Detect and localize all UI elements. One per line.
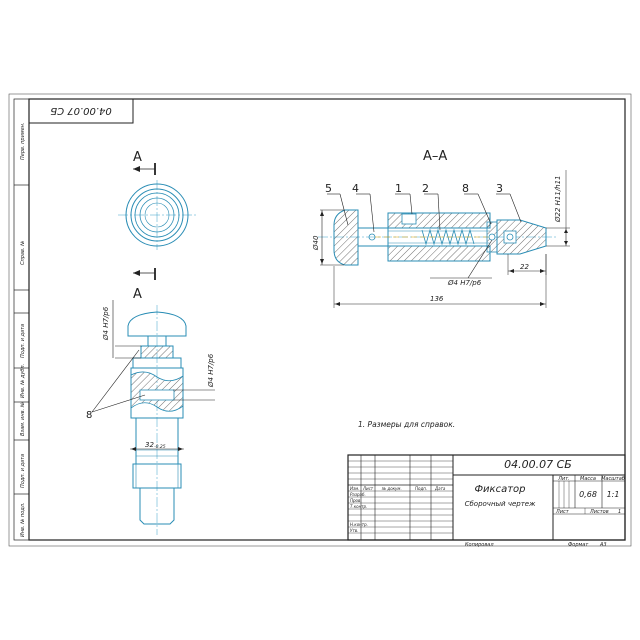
row-label-data: Дата xyxy=(434,486,446,491)
side-label-1: Перв. примен. xyxy=(20,122,26,160)
section-view: A–A 5 4 xyxy=(312,149,570,308)
title-doc-type: Сборочный чертеж xyxy=(465,500,536,508)
technical-note: 1. Размеры для справок. xyxy=(358,420,455,429)
side-label-4: Инв. № дубл. xyxy=(20,364,26,398)
callout-4: 4 xyxy=(352,182,359,195)
side-strip: Перв. примен. Справ. № Подп. и дата Инв.… xyxy=(13,98,30,541)
dim-dia4-fit: Ø4 H7/p6 xyxy=(447,279,482,287)
row-label-podp: Подп. xyxy=(415,486,427,491)
cut-label-bottom: A xyxy=(133,287,142,302)
mass-value: 0,68 xyxy=(579,490,597,499)
inner-frame xyxy=(28,98,626,541)
callout-8: 8 xyxy=(462,182,469,195)
fit-label-right: Ø4 H7/p6 xyxy=(207,353,215,388)
rotated-number-box: 04.00.07 СБ xyxy=(28,98,134,124)
copied-label: Копировал xyxy=(465,542,494,548)
fit-label-upper: Ø4 H7/p6 xyxy=(102,306,110,341)
title-name: Фиксатор xyxy=(474,484,525,495)
sheet-label: Лист xyxy=(555,509,570,515)
scale-value: 1:1 xyxy=(607,490,620,499)
header-lit: Лит. xyxy=(557,476,570,482)
sheets-label: Листов xyxy=(589,509,609,515)
role-tkontr: Т.контр. xyxy=(350,504,367,509)
callout-5: 5 xyxy=(325,182,332,195)
section-title: A–A xyxy=(423,149,447,164)
callout-2: 2 xyxy=(422,182,429,195)
callout-1: 1 xyxy=(395,182,402,195)
role-razrab: Разраб. xyxy=(350,492,366,497)
row-label-ndoc: № докум. xyxy=(381,486,402,491)
side-label-6: Подп. и дата xyxy=(20,454,26,488)
header-mass: Масса xyxy=(580,476,596,482)
callout-8-left: 8 xyxy=(86,410,92,421)
rotated-drawing-number: 04.00.07 СБ xyxy=(50,105,112,116)
format-value: A3 xyxy=(599,542,607,548)
title-block-text: 04.00.07 СБ Фиксатор Сборочный чертеж Ли… xyxy=(350,458,625,533)
dim-22: 22 xyxy=(520,263,529,271)
row-label-izm: Изм. xyxy=(350,486,359,491)
side-label-3: Подп. и дата xyxy=(20,324,26,358)
front-view: Ø4 H7/p6 Ø4 H7/p6 8 32 -0.25 xyxy=(86,300,215,535)
sheets-count: 1 xyxy=(618,509,621,515)
outer-frame xyxy=(8,93,632,547)
dim-dia22: Ø22 H11/h11 xyxy=(554,175,562,223)
side-label-7: Инв. № подл. xyxy=(20,503,26,538)
dim-dia40: Ø40 xyxy=(312,235,320,251)
row-label-list: Лист xyxy=(362,486,374,491)
dim-32-tolerance: -0.25 xyxy=(154,444,166,450)
role-utv: Утв. xyxy=(350,528,358,533)
callout-3: 3 xyxy=(496,182,503,195)
header-scale: Масштаб xyxy=(601,476,625,482)
top-view: A A xyxy=(118,150,198,302)
dim-136: 136 xyxy=(430,295,444,303)
role-nkontr: Н.контр. xyxy=(350,522,368,527)
dim-32: 32 xyxy=(145,441,154,449)
format-label: Формат xyxy=(568,542,589,548)
side-label-2: Справ. № xyxy=(20,241,26,265)
title-block xyxy=(347,454,626,541)
role-prov: Пров. xyxy=(350,498,362,503)
title-designation: 04.00.07 СБ xyxy=(504,458,572,471)
cut-label-top: A xyxy=(133,150,142,165)
side-label-5: Взам. инв. № xyxy=(20,402,26,436)
